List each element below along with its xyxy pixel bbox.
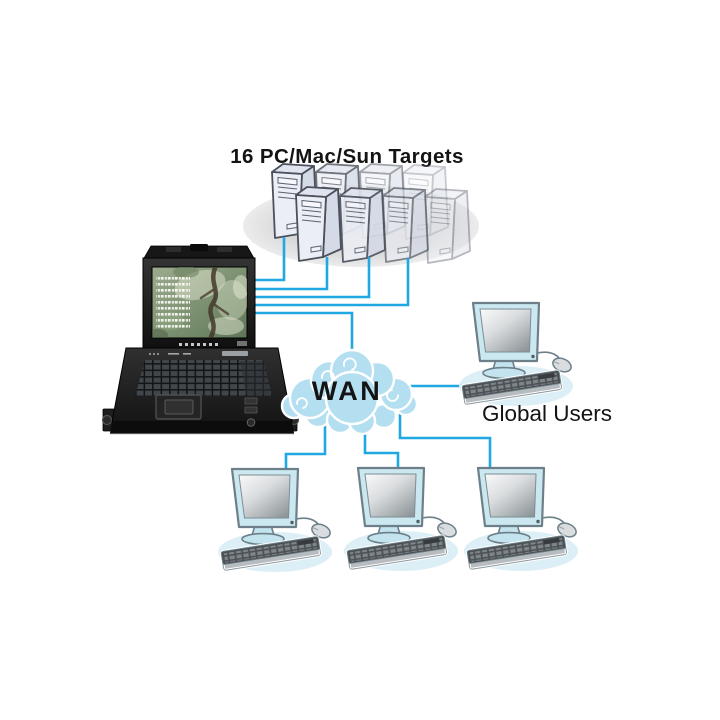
kvm-thumbscrew-left — [101, 414, 113, 426]
global-users-label: Global Users — [482, 401, 612, 426]
kvm-logo — [179, 341, 247, 346]
server-tower — [295, 186, 342, 262]
kvm-touchpad — [155, 394, 202, 420]
connection-server3-kvm — [252, 257, 371, 299]
connection-wan-station1 — [284, 405, 327, 470]
global-users-station: Global Users — [457, 301, 612, 426]
kvm-side-buttons — [244, 397, 258, 427]
connection-kvm-wan — [252, 311, 354, 362]
kvm-osd-menu — [156, 276, 190, 329]
kvm-screen — [151, 266, 248, 346]
connection-server2-kvm — [252, 257, 329, 291]
diagram-title: 16 PC/Mac/Sun Targets — [230, 145, 464, 168]
connection-server4-kvm — [252, 258, 410, 307]
server-tower — [339, 187, 386, 263]
wan-label: WAN — [312, 376, 383, 406]
server-tower — [424, 188, 471, 264]
kvm-keyboard — [135, 360, 272, 396]
kvm-control-strip — [149, 351, 248, 356]
connection-server1-kvm — [252, 237, 286, 282]
kvm-console — [101, 244, 300, 435]
server-tower — [382, 187, 429, 263]
wan-cloud: WAN — [280, 348, 419, 436]
server-cluster — [243, 163, 479, 267]
kvm-tray-front-lip — [110, 422, 294, 433]
connection-wan-station3 — [398, 408, 492, 470]
